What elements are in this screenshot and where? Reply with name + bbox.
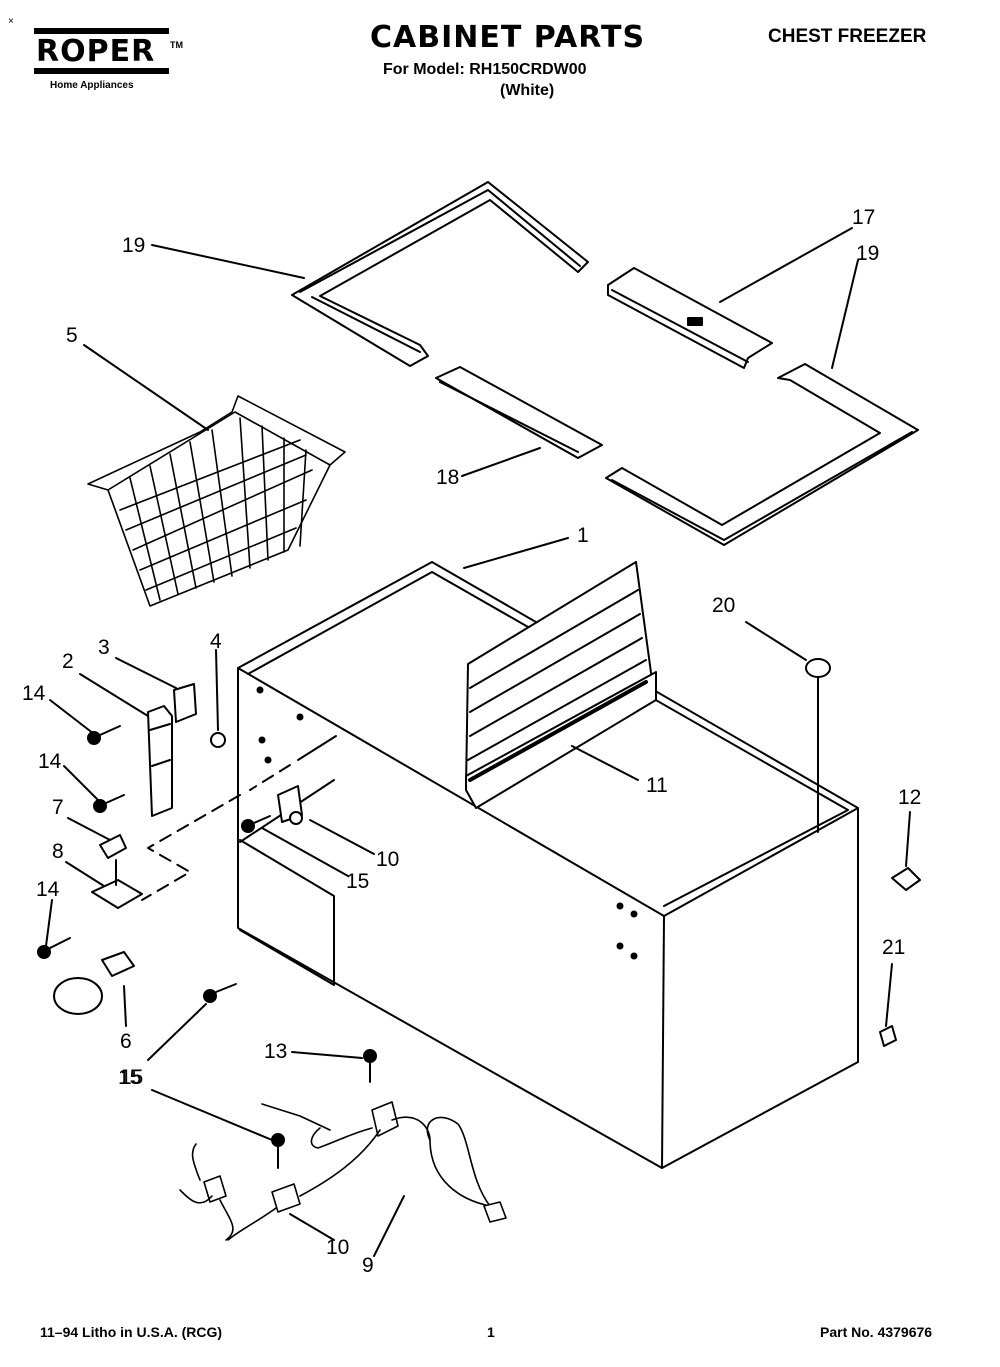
callout-14-bottom: 14: [36, 878, 60, 901]
lid-frame-right: [605, 363, 919, 546]
leader-arrows: [45, 227, 911, 1257]
lid-frame-front-rail: [435, 366, 603, 459]
callout-14-mid: 14: [38, 750, 62, 773]
callout-1: 1: [577, 524, 589, 547]
lid-frame-left: [291, 181, 589, 367]
callout-10-lower: 10: [326, 1236, 349, 1259]
callout-15-upper: 15: [346, 870, 369, 893]
callout-19-left: 19: [122, 234, 145, 257]
callout-3: 3: [98, 636, 110, 659]
callout-17: 17: [852, 206, 875, 229]
callout-9: 9: [362, 1254, 374, 1277]
small-parts: [879, 867, 921, 1047]
brand-trademark: TM: [170, 40, 183, 50]
wiring-harness: [179, 1101, 507, 1241]
callout-6: 6: [120, 1030, 132, 1053]
model-variant: (White): [500, 82, 555, 99]
callout-15-lower-dup: 15: [120, 1066, 143, 1089]
brand-tagline: Home Appliances: [50, 80, 134, 91]
product-type: CHEST FREEZER: [768, 26, 927, 47]
wire-basket: [87, 395, 346, 607]
callout-11: 11: [646, 774, 668, 797]
callout-20: 20: [712, 594, 735, 617]
brand-logo-frame: [34, 28, 169, 74]
thermostat-bracket: [277, 785, 303, 825]
corner-mark: ×: [8, 16, 14, 27]
page-number: 1: [487, 1324, 495, 1340]
callout-labels: 1 2 3 4 5 6 7 8 9 10 10 11 12 13 14 14 1…: [22, 206, 921, 1277]
callout-18: 18: [436, 466, 459, 489]
brand-logo: ROPER: [36, 34, 156, 69]
print-info: 11–94 Litho in U.S.A. (RCG): [40, 1324, 223, 1340]
callout-15-lower: 15: [118, 1066, 141, 1089]
hinge-assembly: [53, 683, 337, 1015]
lid-frame-center-rail: [607, 267, 773, 369]
screws: [37, 725, 377, 1169]
callout-7: 7: [52, 796, 64, 819]
callout-2: 2: [62, 650, 74, 673]
callout-14-top: 14: [22, 682, 46, 705]
page-title: CABINET PARTS: [370, 20, 646, 55]
callout-4: 4: [210, 630, 222, 653]
callout-12: 12: [898, 786, 921, 809]
callout-13: 13: [264, 1040, 287, 1063]
callout-5: 5: [66, 324, 78, 347]
part-number: Part No. 4379676: [820, 1324, 933, 1340]
drain-plug: [805, 658, 831, 833]
callout-8: 8: [52, 840, 64, 863]
callout-10-upper: 10: [376, 848, 399, 871]
model-number: For Model: RH150CRDW00: [383, 61, 587, 78]
divider-panel: [465, 561, 657, 809]
callout-19-right: 19: [856, 242, 879, 265]
callout-21: 21: [882, 936, 905, 959]
